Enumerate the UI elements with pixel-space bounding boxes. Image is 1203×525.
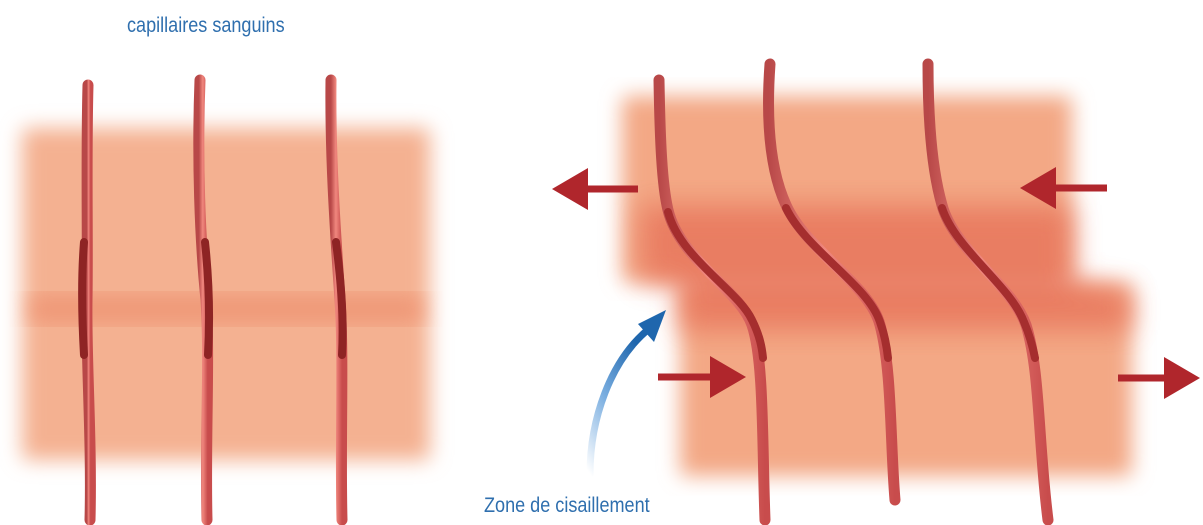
shear-zone-label: Zone de cisaillement: [484, 494, 650, 518]
capillaries-label: capillaires sanguins: [127, 14, 285, 38]
curved-arrow-icon: [590, 310, 666, 474]
shear-band: [640, 205, 1130, 330]
